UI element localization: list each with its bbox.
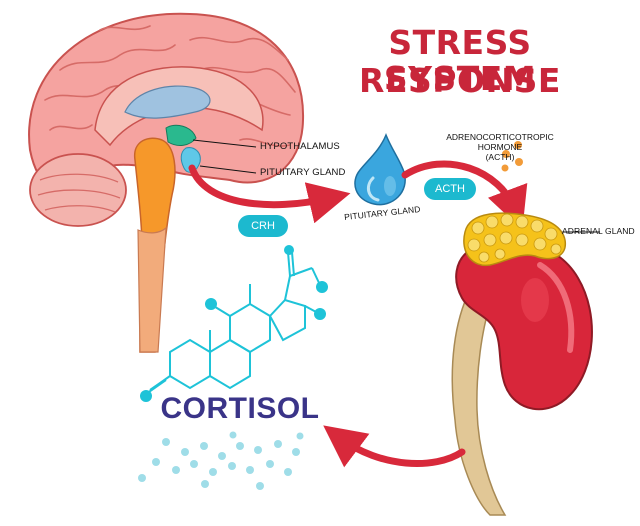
title-line-1: STRESS RESPONSE: [359, 23, 561, 100]
label-adrenal-gland: ADRENAL GLAND: [562, 226, 635, 236]
acth-pill: ACTH: [424, 178, 476, 200]
brain-illustration: [28, 12, 305, 353]
acth-particles: [501, 141, 523, 172]
title-line-2: SYSTEM: [383, 59, 537, 98]
molecule-atoms: [140, 245, 328, 402]
acth-full-name: ADRENOCORTICOTROPIC HORMONE (ACTH): [425, 132, 575, 162]
pituitary-gland-detail: [354, 132, 406, 206]
label-hypothalamus: HYPOTHALAMUS: [260, 141, 340, 152]
acth-full-line-3: (ACTH): [485, 152, 515, 162]
cortisol-label: CORTISOL: [160, 392, 320, 425]
crh-pill: CRH: [238, 215, 288, 237]
cortisol-arrow: [323, 425, 466, 468]
crh-arrow: [188, 164, 351, 224]
cortisol-molecule: [145, 251, 321, 395]
ureter: [451, 288, 507, 516]
acth-full-line-2: HORMONE: [477, 142, 523, 152]
cortisol-particles: [138, 431, 304, 490]
spinal-cord: [137, 226, 167, 353]
hypothalamus: [165, 124, 197, 146]
ventricle: [124, 85, 211, 119]
kidney-illustration: [451, 212, 593, 516]
label-pituitary-gland-brain: PITUITARY GLAND: [260, 167, 346, 178]
acth-arrow: [401, 160, 528, 230]
acth-full-line-1: ADRENOCORTICOTROPIC: [446, 132, 554, 142]
